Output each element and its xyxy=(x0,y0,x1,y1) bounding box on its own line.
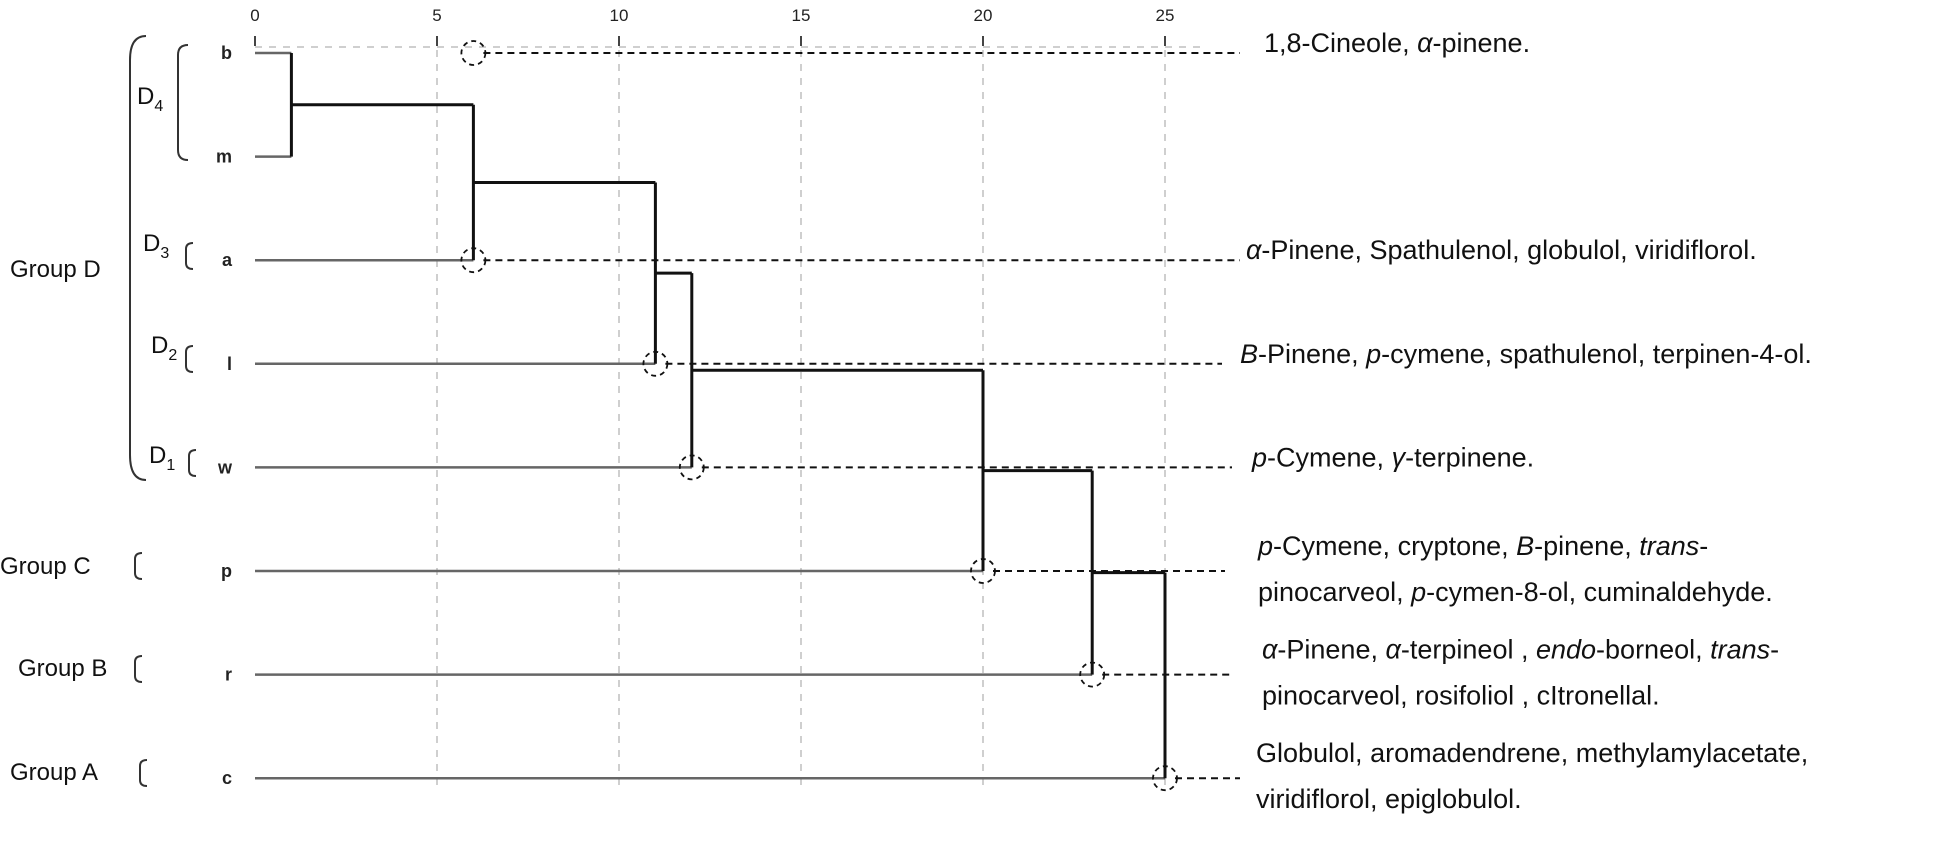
compounds-a-line-1: α-Pinene, Spathulenol, globulol, viridif… xyxy=(1246,235,1757,265)
group-b-bracket xyxy=(134,655,143,683)
compounds-c-line-1: Globulol, aromadendrene, methylamylaceta… xyxy=(1256,738,1808,768)
compounds-r-line-1: α-Pinene, α-terpineol , endo-borneol, tr… xyxy=(1262,635,1779,665)
dendrogram-branches xyxy=(289,53,1167,779)
tick-label: 0 xyxy=(250,6,259,25)
leaf-label-m: m xyxy=(216,147,232,167)
cut-marker-a xyxy=(460,247,487,274)
d2-bracket xyxy=(185,345,194,373)
cut-markers xyxy=(460,40,1178,792)
dashed-connectors xyxy=(483,52,1240,780)
leaf-label-r: r xyxy=(225,665,232,685)
leaf-label-w: w xyxy=(217,457,233,477)
cut-marker-l xyxy=(642,350,669,377)
group-c-label: Group C xyxy=(0,553,91,580)
leaf-labels: b m a l w p r c xyxy=(216,43,233,788)
group-a-label: Group A xyxy=(10,759,98,786)
compounds-l-line-1: B-Pinene, p-cymene, spathulenol, terpine… xyxy=(1240,339,1812,369)
group-d-label: Group D xyxy=(10,256,101,283)
group-a-bracket xyxy=(139,759,148,787)
leaf-lines xyxy=(255,51,1165,780)
tick-label: 15 xyxy=(792,6,811,25)
d3-label: D3 xyxy=(143,230,169,262)
cut-marker-b xyxy=(460,40,487,66)
compound-annotations: 1,8-Cineole, α-pinene. α-Pinene, Spathule… xyxy=(1240,28,1812,814)
gridlines xyxy=(255,36,1202,790)
d1-label: D1 xyxy=(149,442,175,474)
compounds-p-line-1: p-Cymene, cryptone, B-pinene, trans- xyxy=(1257,531,1708,561)
leaf-label-a: a xyxy=(222,250,233,270)
x-axis-ticks: 0 5 10 15 20 25 xyxy=(250,6,1174,46)
compounds-c-line-2: viridiflorol, epiglobulol. xyxy=(1256,784,1522,814)
d2-label: D2 xyxy=(151,332,177,364)
cut-marker-p xyxy=(970,558,996,584)
cut-marker-w xyxy=(678,454,705,481)
d4-label: D4 xyxy=(137,83,163,115)
d4-bracket xyxy=(177,44,189,161)
group-c-bracket xyxy=(134,552,143,580)
compounds-w-line-1: p-Cymene, γ-terpinene. xyxy=(1251,442,1534,472)
cut-marker-r xyxy=(1079,661,1106,688)
leaf-label-l: l xyxy=(227,354,232,374)
compounds-b-line-1: 1,8-Cineole, α-pinene. xyxy=(1264,28,1530,58)
leaf-label-b: b xyxy=(221,43,232,63)
tick-label: 25 xyxy=(1156,6,1175,25)
d3-bracket xyxy=(185,242,194,270)
cut-marker-c xyxy=(1152,765,1178,792)
compounds-p-line-2: pinocarveol, p-cymen-8-ol, cuminaldehyde… xyxy=(1258,577,1773,607)
d1-bracket xyxy=(188,449,197,477)
group-d-bracket xyxy=(129,35,147,481)
group-b-label: Group B xyxy=(18,655,107,682)
tick-label: 20 xyxy=(974,6,993,25)
tick-label: 5 xyxy=(432,6,441,25)
leaf-label-p: p xyxy=(221,561,232,581)
leaf-label-c: c xyxy=(222,768,232,788)
group-labels: Group D D4 D3 D2 D1 Group C Group B Grou… xyxy=(0,35,197,787)
compounds-r-line-2: pinocarveol, rosifoliol , cItronellal. xyxy=(1262,681,1660,711)
tick-label: 10 xyxy=(610,6,629,25)
